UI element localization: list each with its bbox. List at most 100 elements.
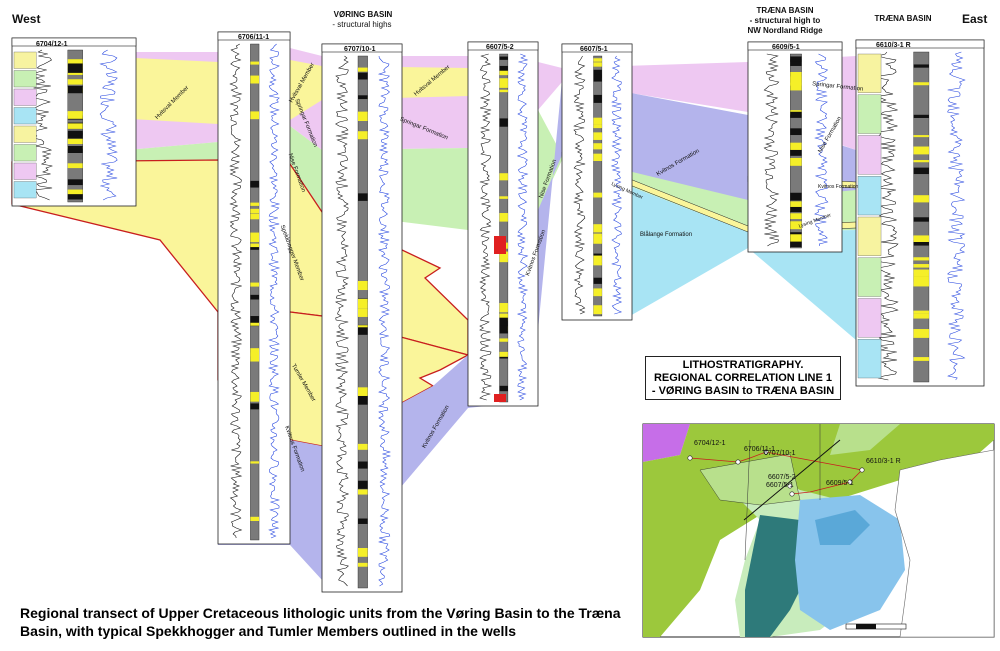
unit-kvitnos-5: Kvitnos Formation bbox=[818, 184, 859, 190]
lithology-bed bbox=[499, 251, 508, 259]
lithology-bed bbox=[790, 206, 802, 213]
lithology-bed bbox=[358, 395, 368, 405]
lithology-bed bbox=[250, 213, 260, 220]
lithology-bed bbox=[499, 118, 508, 127]
lithology-bed bbox=[913, 329, 929, 338]
lithology-bed bbox=[499, 196, 508, 199]
lithology-bed bbox=[250, 111, 260, 120]
zone-box bbox=[857, 339, 882, 379]
well-label-6607-5-2: 6607/5-2 bbox=[486, 44, 514, 51]
lithology-bed bbox=[67, 130, 83, 136]
lithology-bed bbox=[790, 111, 802, 118]
lithology-bed bbox=[67, 179, 83, 186]
lithology-bed bbox=[499, 317, 508, 326]
lithology-bed bbox=[358, 131, 368, 140]
map-well-marker bbox=[787, 483, 793, 489]
lithology-bed bbox=[358, 72, 368, 80]
map-label-6704-12-1: 6704/12-1 bbox=[694, 440, 726, 447]
lithology-bed bbox=[358, 308, 368, 317]
lithology-bed bbox=[358, 67, 368, 72]
lithology-bed bbox=[790, 221, 802, 230]
band-blalange bbox=[562, 160, 856, 340]
map-label-6609-5-1: 6609/5-1 bbox=[826, 480, 854, 487]
lithology-bed bbox=[358, 111, 368, 121]
lithology-bed bbox=[790, 234, 802, 242]
well-label-6707-10-1: 6707/10-1 bbox=[344, 46, 376, 53]
lithology-bed bbox=[913, 313, 929, 319]
lithology-bed bbox=[358, 548, 368, 557]
lithology-bed bbox=[67, 193, 83, 200]
lithology-bed bbox=[250, 247, 260, 250]
lithology-bed bbox=[250, 461, 260, 464]
lithology-bed bbox=[250, 75, 260, 84]
lithology-bed bbox=[913, 146, 929, 155]
lithology-bed bbox=[499, 89, 508, 93]
lithology-bed bbox=[593, 277, 602, 284]
title-line-3: - VØRING BASIN to TRÆNA BASIN bbox=[651, 385, 835, 397]
lithology-bed bbox=[790, 82, 802, 91]
lithology-bed bbox=[67, 189, 83, 195]
lithology-bed bbox=[499, 313, 508, 321]
well-label-6610-3-1-r: 6610/3-1 R bbox=[876, 42, 911, 49]
lithology-bed bbox=[790, 142, 802, 150]
well-column bbox=[855, 39, 985, 387]
lithology-bed bbox=[593, 74, 602, 82]
lithology-bed bbox=[358, 280, 368, 291]
lithology-bed bbox=[593, 58, 602, 62]
gamma-log-trace bbox=[229, 43, 243, 539]
well-column bbox=[321, 43, 403, 593]
lithology-bed bbox=[913, 82, 929, 86]
lithology-bed bbox=[593, 124, 602, 129]
zone-box bbox=[13, 125, 37, 143]
lithology-bed bbox=[67, 146, 83, 150]
lithology-bed bbox=[499, 65, 508, 74]
map-well-marker bbox=[789, 491, 795, 497]
zone-box bbox=[13, 88, 37, 106]
lithology-bed bbox=[358, 95, 368, 100]
lithology-bed bbox=[790, 232, 802, 237]
lithology-bed bbox=[593, 94, 602, 103]
lithology-bed bbox=[358, 480, 368, 489]
well-label-6706-11-1: 6706/11-1 bbox=[238, 34, 270, 41]
lithology-bed bbox=[913, 217, 929, 222]
lithology-bed bbox=[358, 387, 368, 396]
lithology-bed bbox=[913, 114, 929, 118]
zone-box bbox=[857, 176, 882, 216]
lithology-bed bbox=[250, 202, 260, 206]
lithology-bed bbox=[67, 163, 83, 169]
lithology-bed bbox=[913, 135, 929, 138]
zone-box bbox=[857, 257, 882, 297]
well-column bbox=[747, 41, 843, 253]
resistivity-log-trace bbox=[99, 49, 118, 201]
caption-line-2: Basin, with typical Spekkhogger and Tuml… bbox=[20, 623, 517, 639]
lithology-bed bbox=[593, 255, 602, 266]
lithology-bed bbox=[67, 85, 83, 94]
resistivity-log-trace bbox=[814, 53, 829, 247]
lithology-bed bbox=[790, 76, 802, 86]
lithology-bed bbox=[250, 322, 260, 326]
lithology-bed bbox=[913, 257, 929, 261]
lithology-bed bbox=[593, 62, 602, 67]
red-interval bbox=[494, 236, 506, 254]
map-well-marker bbox=[735, 459, 741, 465]
well-label-6704-12-1: 6704/12-1 bbox=[36, 41, 68, 48]
lithology-bed bbox=[790, 128, 802, 136]
gamma-log-trace bbox=[763, 53, 780, 247]
lithology-bed bbox=[499, 78, 508, 88]
lithology-bed bbox=[913, 64, 929, 68]
lithology-bed bbox=[67, 79, 83, 85]
map-label-6607-5-1: 6607/5-1 bbox=[766, 482, 794, 489]
lithology-bed bbox=[593, 305, 602, 315]
figure-caption: Regional transect of Upper Cretaceous li… bbox=[20, 604, 640, 640]
lithology-bed bbox=[593, 153, 602, 161]
lithology-bed bbox=[67, 148, 83, 153]
lithology-bed bbox=[499, 56, 508, 60]
lithology-bed bbox=[913, 276, 929, 287]
traena-high-sub1: - structural high to bbox=[749, 16, 821, 25]
lithology-bed bbox=[250, 352, 260, 362]
red-interval bbox=[494, 394, 506, 402]
unit-blalange: Blålange Formation bbox=[640, 232, 693, 238]
well-label-6607-5-1: 6607/5-1 bbox=[580, 46, 608, 53]
lithology-bed bbox=[358, 443, 368, 450]
